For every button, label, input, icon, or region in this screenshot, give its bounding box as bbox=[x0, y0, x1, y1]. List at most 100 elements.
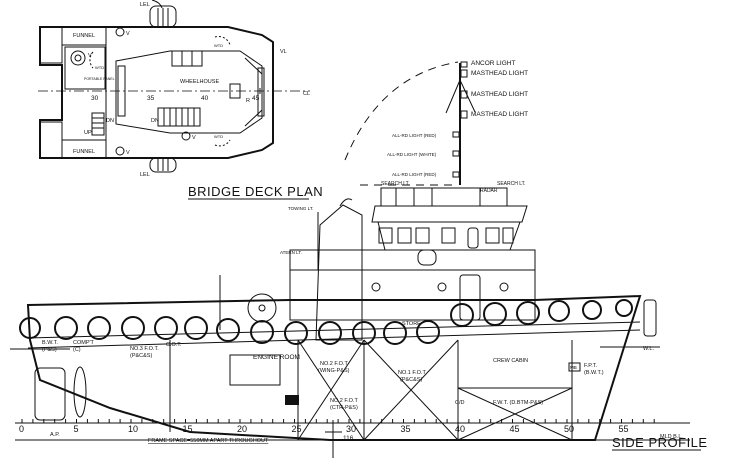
label-wtd-1: WTD bbox=[95, 65, 104, 70]
deck-frame-40: 40 bbox=[201, 95, 209, 102]
deck-frame-45: 45 bbox=[252, 95, 260, 102]
label-fot3: NO.3 F.O.T. bbox=[130, 346, 159, 352]
label-fot2-sub: (WING-P&S) bbox=[318, 368, 350, 374]
funnel bbox=[315, 204, 363, 341]
scale-label: 50 bbox=[564, 424, 574, 434]
scale-label: 45 bbox=[510, 424, 520, 434]
label-fot2-ctr-sub: (CTR-P&S) bbox=[330, 405, 358, 411]
label-cd: C/D bbox=[455, 400, 465, 406]
label-bwt-sub: (P&S) bbox=[42, 347, 57, 353]
funnel-block-bottom bbox=[39, 121, 63, 159]
side-profile-title: SIDE PROFILE bbox=[612, 435, 708, 450]
label-bwt: B.W.T. bbox=[42, 340, 58, 346]
label-wtd-3: WTD bbox=[214, 134, 223, 139]
label-engine-room: ENGINE ROOM bbox=[253, 354, 300, 361]
mast: ANCOR LIGHT MASTHEAD LIGHT MASTHEAD LIGH… bbox=[344, 60, 528, 185]
label-vent-3: V bbox=[192, 135, 196, 141]
funnel-block-top bbox=[39, 26, 63, 64]
label-vl: VL bbox=[280, 49, 287, 55]
frame-scale: 0 5 10 15 20 25 30 35 40 45 50 55 bbox=[15, 419, 690, 434]
propeller bbox=[73, 366, 87, 418]
label-vent-4: V bbox=[88, 53, 92, 59]
label-fpt-sub: (B.W.T.) bbox=[584, 370, 604, 376]
main-deckhouse bbox=[289, 249, 536, 321]
label-fot3-sub: (P&C&S) bbox=[130, 353, 152, 359]
label-comp-sub: (C) bbox=[73, 347, 81, 353]
tank-block bbox=[285, 395, 299, 405]
deck-frame-35: 35 bbox=[147, 95, 155, 102]
towing-winch bbox=[247, 293, 277, 323]
label-radar: RADAR bbox=[480, 188, 498, 194]
label-funnel-top: FUNNEL bbox=[73, 33, 95, 39]
label-frame-space: FRAME SPACE=550MM APART THROUGHOUT bbox=[148, 438, 269, 444]
label-mld-bl: MLD B.L. bbox=[660, 434, 683, 440]
liferaft-top bbox=[149, 5, 177, 28]
scale-label: 5 bbox=[74, 424, 79, 434]
label-funnel-bottom: FUNNEL bbox=[73, 149, 95, 155]
light-ancor: ANCOR LIGHT bbox=[471, 60, 515, 67]
bow-fender bbox=[643, 299, 657, 337]
label-search-lt-1: SEARCH LT. bbox=[381, 181, 410, 187]
scale-label: 0 bbox=[19, 424, 24, 434]
light-arc bbox=[344, 61, 459, 161]
light-all-round-white: ALL-RD LIGHT (WHITE) bbox=[387, 152, 437, 157]
label-vent-2: V bbox=[126, 150, 130, 156]
label-ap: A.P. bbox=[50, 432, 60, 438]
scale-label: 40 bbox=[455, 424, 465, 434]
label-vent-1: V bbox=[126, 31, 130, 37]
label-frame-116: 116 bbox=[343, 435, 354, 442]
scale-label: 15 bbox=[183, 424, 193, 434]
label-lel-top: LEL bbox=[140, 2, 150, 8]
label-mb: MB bbox=[570, 365, 577, 370]
label-portable-panel: PORTABLE PANEL bbox=[84, 77, 115, 81]
light-masthead-1: MASTHEAD LIGHT bbox=[471, 70, 528, 77]
scale-label: 25 bbox=[292, 424, 302, 434]
label-cot: C.O.T. bbox=[166, 342, 182, 348]
light-masthead-2: MASTHEAD LIGHT bbox=[471, 91, 528, 98]
vent-circle bbox=[70, 50, 86, 66]
deck-frame-30: 30 bbox=[91, 95, 99, 102]
label-fot1: NO.1 F.O.T bbox=[398, 370, 426, 376]
fenders bbox=[19, 299, 633, 345]
label-towing-lt: TOWING LT. bbox=[288, 206, 313, 211]
liferaft-bottom bbox=[149, 157, 177, 173]
scale-label: 55 bbox=[619, 424, 629, 434]
label-fpt: F.P.T. bbox=[584, 363, 598, 369]
label-atern-lt: ATERN LT. bbox=[280, 250, 302, 255]
label-dn-2: DN bbox=[151, 118, 159, 124]
stair bbox=[157, 107, 201, 127]
casing bbox=[64, 46, 106, 90]
deck-outline bbox=[39, 26, 274, 159]
vent-icon bbox=[181, 131, 191, 141]
scale-label: 30 bbox=[346, 424, 356, 434]
label-comp: COMP'T bbox=[73, 340, 95, 346]
scale-label: 20 bbox=[237, 424, 247, 434]
label-wheelhouse: WHEELHOUSE bbox=[180, 79, 219, 85]
light-all-round-red-2: ALL-RD LIGHT (RED) bbox=[392, 172, 437, 177]
side-profile: TOWING LT. ATERN LT. SEARCH LT. SEARCH L… bbox=[10, 181, 708, 458]
bridge-deck-plan: FUNNEL FUNNEL WHEELHOUSE LEL LEL VL UP D… bbox=[38, 0, 323, 200]
engine bbox=[229, 354, 281, 386]
label-fot1-sub: (P&C&S) bbox=[400, 377, 422, 383]
scale-label: 35 bbox=[401, 424, 411, 434]
label-up: UP bbox=[84, 130, 92, 136]
scale-label: 10 bbox=[128, 424, 138, 434]
label-fot2: NO.2 F.O.T bbox=[320, 361, 348, 367]
label-r: R bbox=[246, 98, 250, 104]
label-wl: W.L. bbox=[643, 346, 654, 352]
label-centerline: CL bbox=[303, 91, 310, 97]
label-dn-1: DN bbox=[106, 118, 114, 124]
label-wtd-2: WTD bbox=[214, 43, 223, 48]
vent-icon bbox=[115, 27, 125, 37]
label-store: STORE bbox=[402, 321, 421, 327]
rudder bbox=[34, 367, 66, 421]
label-lel-bottom: LEL bbox=[140, 172, 150, 178]
light-all-round-red-1: ALL-RD LIGHT (RED) bbox=[392, 133, 437, 138]
bridge-deck-plan-title: BRIDGE DECK PLAN bbox=[188, 184, 323, 199]
label-fot2-ctr: NO.2 F.O.T bbox=[330, 398, 358, 404]
label-fwt: F.W.T. (D.BTM-P&S) bbox=[493, 400, 543, 406]
label-search-lt-2: SEARCH LT. bbox=[497, 181, 526, 187]
light-masthead-3: MASTHEAD LIGHT bbox=[471, 111, 528, 118]
label-crew-cabin: CREW CABIN bbox=[493, 358, 528, 364]
